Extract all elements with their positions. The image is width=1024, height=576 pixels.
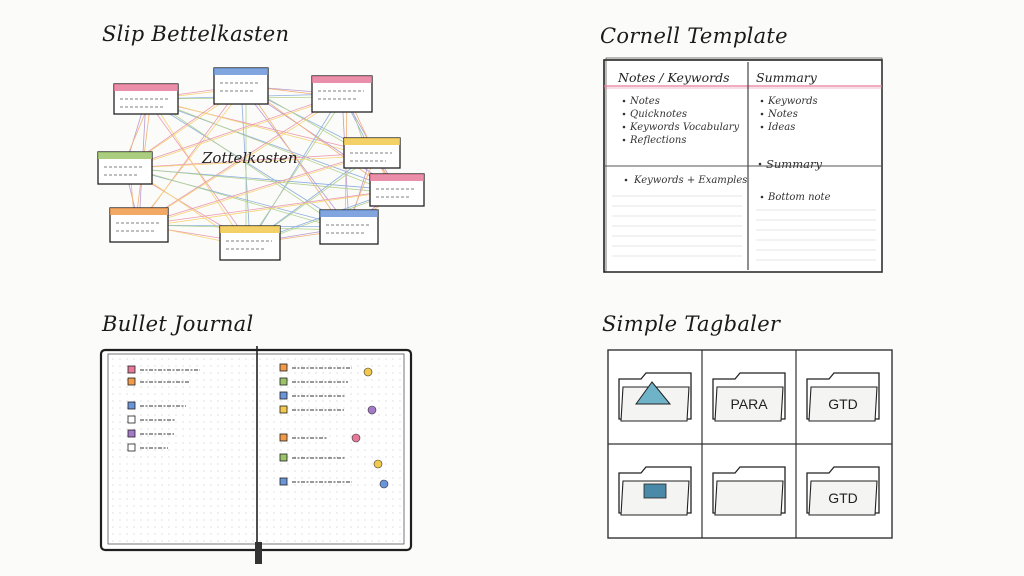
- cornell-right-item: Keywords: [767, 96, 818, 107]
- doodle-icon: [367, 405, 377, 415]
- journal-entry: [127, 429, 174, 438]
- zettelkasten-title: Slip Bettelkasten: [102, 22, 290, 46]
- doodle-icon: [351, 433, 361, 443]
- journal-entry: [127, 401, 186, 410]
- connection-line: [240, 85, 350, 228]
- connection-line: [150, 98, 247, 247]
- doodle-icon: [373, 459, 383, 469]
- connection-line: [124, 93, 343, 169]
- journal-entry: [279, 377, 348, 386]
- zettel-note-card: [319, 209, 379, 245]
- bullet-journal-title: Bullet Journal: [102, 312, 254, 336]
- journal-entry: [279, 391, 346, 400]
- connection-line: [138, 152, 373, 226]
- journal-entry: [279, 453, 346, 462]
- connection-line: [138, 93, 343, 226]
- folder-icon: PARA: [712, 372, 786, 422]
- zettel-note-card: [113, 83, 179, 115]
- bookmark-ribbon: [255, 542, 262, 564]
- connection-line: [245, 85, 394, 194]
- folder-icon: [712, 466, 786, 516]
- connection-line: [138, 189, 398, 226]
- connection-line: [120, 93, 348, 172]
- connection-line: [124, 152, 373, 169]
- zettel-note-card: [109, 207, 169, 243]
- connection-line: [249, 93, 343, 244]
- connection-line: [129, 167, 346, 231]
- connection-line: [150, 98, 394, 194]
- journal-entry: [127, 443, 168, 452]
- cornell-left-item: Notes: [629, 96, 660, 107]
- connection-line: [129, 167, 394, 194]
- folder-icon: GTD: [806, 466, 880, 516]
- zettel-center-label: Zottelkosten: [201, 149, 298, 167]
- cornell-left-item: Reflections: [629, 135, 686, 146]
- folder-graphic: [643, 483, 667, 499]
- folder-graphic: [635, 381, 672, 405]
- journal-entry: [127, 415, 176, 424]
- journal-entry: [279, 405, 344, 414]
- folder-grid: PARA GTD GTD: [607, 349, 893, 539]
- connection-line: [145, 98, 350, 228]
- journal-entry: [127, 365, 200, 374]
- zettel-note-card: [369, 173, 425, 207]
- connection-line: [134, 85, 247, 229]
- connection-line: [138, 85, 242, 226]
- cornell-left-item: Keywords Vocabulary: [629, 122, 740, 133]
- zettel-note-card: [219, 225, 281, 261]
- simple-title: Simple Tagbaler: [602, 312, 781, 336]
- connection-line: [134, 152, 378, 229]
- journal-entry: [279, 477, 352, 486]
- cornell-right-item: Notes: [767, 109, 798, 120]
- bullet-journal-panel: Bullet Journal: [0, 288, 512, 576]
- connection-line: [129, 155, 369, 169]
- zettel-note-card: [97, 151, 153, 185]
- connection-line: [245, 93, 348, 247]
- journal-entry: [279, 363, 352, 372]
- zettel-note-card: [311, 75, 373, 113]
- folder-label: GTD: [828, 396, 858, 412]
- zettel-note-card: [213, 67, 269, 105]
- cornell-left-lower: Keywords + Examples: [633, 175, 747, 186]
- folder-label: GTD: [828, 490, 858, 506]
- cornell-right-item: Ideas: [767, 122, 795, 133]
- connection-line: [150, 98, 346, 231]
- cornell-bottom-note: Bottom note: [767, 192, 831, 203]
- zettelkasten-diagram: Zottelkosten: [97, 67, 425, 261]
- journal-entry: [279, 433, 328, 442]
- connection-line: [124, 167, 350, 228]
- zettelkasten-panel: Slip Bettelkasten Zottelkosten: [0, 0, 512, 288]
- connection-line: [240, 85, 251, 244]
- doodle-icon: [363, 367, 373, 377]
- cornell-left-item: Quicknotes: [630, 109, 687, 120]
- cornell-col-left: Notes / Keywords: [617, 70, 730, 85]
- cornell-col-right: Summary: [756, 70, 818, 85]
- cornell-right-lower: Summary: [766, 157, 822, 171]
- cornell-sheet: Notes / Keywords Summary Notes Quicknote…: [603, 57, 883, 273]
- folder-icon: GTD: [806, 372, 880, 422]
- connection-line: [145, 98, 373, 154]
- folder-label: PARA: [730, 396, 768, 412]
- connection-line: [134, 189, 403, 229]
- simple-panel: Simple Tagbaler PARA GTD GTD: [512, 288, 1024, 576]
- cornell-title: Cornell Template: [600, 24, 788, 48]
- bullet-journal-notebook: [99, 346, 413, 564]
- doodle-icon: [379, 479, 389, 489]
- zettel-note-card: [343, 137, 401, 169]
- cornell-panel: Cornell Template Notes / Keywords Summar…: [512, 0, 1024, 288]
- connection-line: [145, 98, 398, 191]
- journal-entry: [127, 377, 190, 386]
